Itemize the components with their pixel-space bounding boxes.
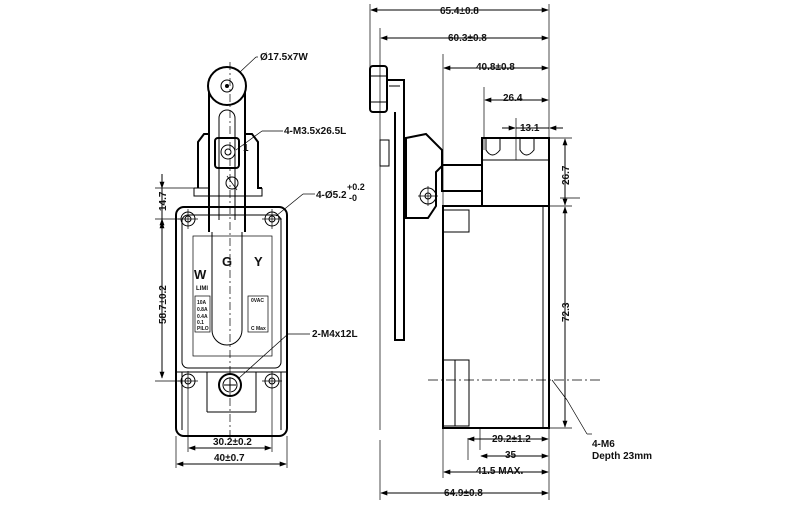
side-roller-axle (379, 139, 390, 167)
screw-number: 1 (243, 143, 249, 154)
head-shoulder (193, 188, 263, 197)
mount-hole-bottom-left (178, 371, 198, 391)
label-y: Y (254, 254, 263, 269)
dim-13-1: 13.1 (520, 123, 540, 134)
hole-tolerance-plus: +0.2 (347, 182, 365, 192)
dim-72-3: 72.3 (561, 302, 572, 322)
dim-35: 35 (505, 450, 517, 461)
side-body (442, 205, 550, 429)
front-view: W G Y LIMI 10A 0.8A 0.4A 0.1 PILO 0VAC C… (155, 52, 365, 468)
side-head-block (481, 137, 550, 207)
side-lever (386, 79, 405, 341)
body-inner (181, 214, 282, 369)
dim-41-5: 41.5 MAX. (476, 466, 523, 477)
plate-line-4: 0.1 (197, 320, 204, 326)
head-housing (197, 133, 262, 189)
side-shaft (441, 164, 483, 192)
terminal-area (192, 235, 273, 357)
height-14-7: 14.7 (158, 191, 169, 211)
dim-40-8: 40.8±0.8 (476, 62, 515, 73)
lever-clamp (214, 137, 240, 169)
mount-hole-bottom-right (262, 371, 282, 391)
side-view: 65.4±0.8 60.3±0.8 40.8±0.8 26.4 13.1 26.… (369, 4, 652, 500)
dim-26-7: 26.7 (561, 165, 572, 185)
roller-outer (207, 66, 247, 106)
side-roller (369, 65, 388, 113)
clamp-screw (220, 144, 236, 160)
width-40: 40±0.7 (214, 453, 245, 464)
mount-hole-top-right (262, 209, 282, 229)
roller-hub (225, 84, 229, 88)
hole-tolerance-minus: -0 (349, 193, 357, 203)
plate-line-3: 0.4A (197, 314, 208, 320)
lever-slot (218, 109, 236, 220)
plate-line-2: 0.8A (197, 307, 208, 313)
body-outer (175, 206, 288, 437)
thread-label: 4-M6 (592, 439, 615, 450)
lever-arm (208, 92, 246, 232)
clamp-nut (225, 176, 239, 190)
plate-right-bottom: C Max (251, 326, 266, 332)
dim-29-2: 29.2±1.2 (492, 434, 531, 445)
screw-dimension: 4-M3.5x26.5L (284, 126, 346, 137)
side-conduit (442, 359, 470, 427)
rating-plate-right (247, 295, 269, 333)
roller-dimension: Ø17.5x7W (260, 52, 308, 63)
roller-inner (220, 79, 234, 93)
plate-line-1: 10A (197, 300, 207, 306)
side-head (405, 132, 443, 219)
side-flange (442, 209, 470, 233)
mount-dimension: 2-M4x12L (312, 329, 358, 340)
terminal-inner (211, 232, 243, 346)
width-30-2: 30.2±0.2 (213, 437, 252, 448)
plate-right-top: 0VAC (251, 298, 264, 304)
label-g: G (222, 254, 232, 269)
thread-depth: Depth 23mm (592, 451, 652, 462)
dim-64-9: 64.9±0.8 (444, 488, 483, 499)
clamp-screw-inner (224, 148, 232, 156)
label-limi: LIMI (196, 286, 208, 292)
height-58-7: 58.7±0.2 (158, 285, 169, 324)
dim-26-4: 26.4 (503, 93, 523, 104)
label-w: W (194, 267, 207, 282)
body-waist (176, 371, 287, 430)
rating-plate-left (194, 295, 211, 333)
plate-line-5: PILO (197, 326, 209, 332)
hole-dimension: 4-Ø5.2 (316, 190, 347, 201)
dim-65-4: 65.4±0.8 (440, 6, 479, 17)
mount-hole-top-left (178, 209, 198, 229)
dim-60-3: 60.3±0.8 (448, 33, 487, 44)
